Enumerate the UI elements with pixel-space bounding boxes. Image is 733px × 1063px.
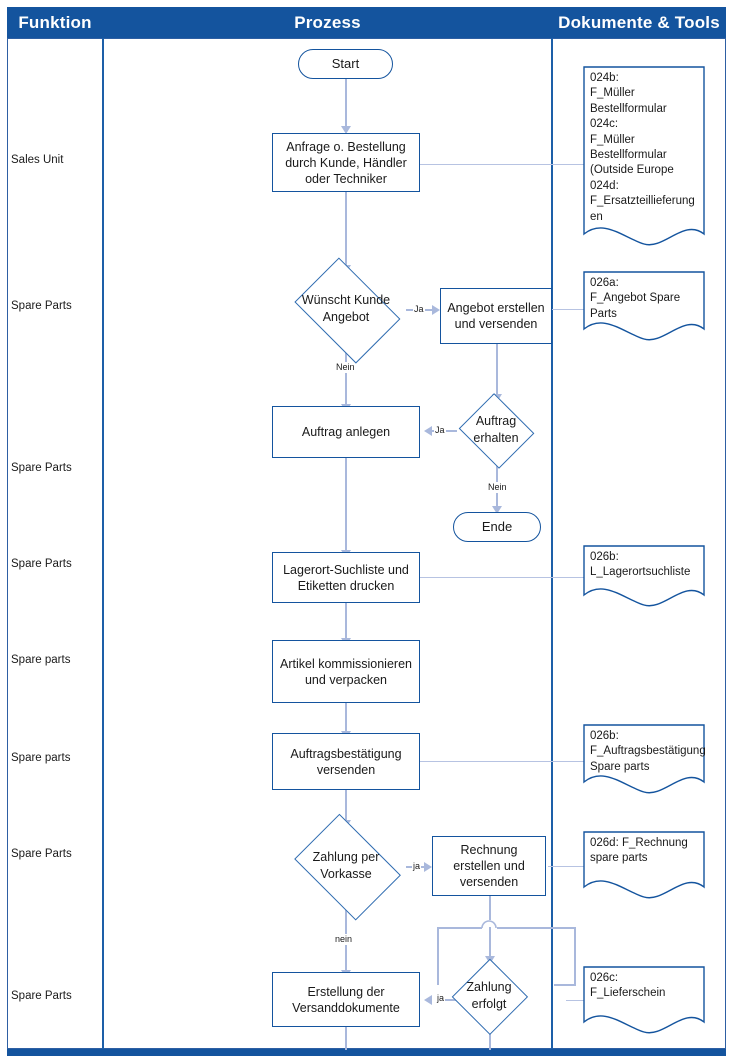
function-label-spare-parts-3: Spare Parts <box>11 558 72 570</box>
arrowhead-zahlungvorkasse-rechnung <box>424 862 432 872</box>
decision-label: Zahlung erfolgt <box>466 979 512 1011</box>
function-label-spare-parts-2: Spare Parts <box>11 462 72 474</box>
connector-feedback-left-down <box>437 927 439 985</box>
document-shape-icon <box>583 724 705 794</box>
function-label-sales-unit: Sales Unit <box>11 154 64 166</box>
node-anfrage-bestellung[interactable]: Anfrage o. Bestellung durch Kunde, Händl… <box>272 133 420 192</box>
connector-rechnung-zahlungerfolgt-top <box>489 896 491 920</box>
edge-label-zahlung-nein: nein <box>334 934 354 945</box>
document-shape-icon <box>583 966 705 1034</box>
connector-lagerort-artikel <box>345 603 347 640</box>
document-026c-lieferschein[interactable]: 026c: F_Lieferschein <box>583 966 705 1038</box>
edge-label-wunsch-ja: Ja <box>413 304 425 315</box>
document-text: 026b: F_Auftragsbestätigung Spare parts <box>590 730 706 773</box>
edge-label-auftrag-ja: Ja <box>434 425 446 436</box>
connector-auftragsbest-zahlungvorkasse <box>345 790 347 822</box>
doclink-rechnung-doc5 <box>548 866 584 868</box>
node-rechnung-erstellen[interactable]: Rechnung erstellen und versenden <box>432 836 546 896</box>
header-funktion: Funktion <box>7 7 103 38</box>
lane-divider-right <box>551 38 553 1049</box>
line-jump-arc <box>481 920 497 929</box>
node-decision-auftrag-erhalten[interactable]: Auftrag erhalten <box>457 396 535 464</box>
decision-label: Wünscht Kunde Angebot <box>301 293 391 324</box>
node-start[interactable]: Start <box>298 49 393 79</box>
function-label-spare-parts-4: Spare parts <box>11 654 71 666</box>
connector-zahlungerfolgt-versand <box>438 999 458 1001</box>
edge-label-auftrag-nein: Nein <box>487 482 508 493</box>
header-dokumente: Dokumente & Tools <box>552 7 726 38</box>
node-artikel-kommissionieren[interactable]: Artikel kommissionieren und verpacken <box>272 640 420 703</box>
document-024b-024c-024d[interactable]: 024b: F_Müller Bestellformular 024c: F_M… <box>583 66 705 251</box>
document-026d-rechnung[interactable]: 026d: F_Rechnung spare parts <box>583 831 705 903</box>
doclink-angebot-doc2 <box>548 309 584 311</box>
document-shape-icon <box>583 66 705 246</box>
connector-feedback-to-doc6 <box>554 984 576 986</box>
arrowhead-start-anfrage <box>341 126 351 134</box>
node-decision-wuenscht-angebot[interactable]: Wünscht Kunde Angebot <box>286 266 406 352</box>
document-shape-icon <box>583 831 705 899</box>
edge-label-zahlungerfolgt-ja: ja <box>436 993 446 1004</box>
connector-feedback-right-down <box>574 927 576 985</box>
document-text: 024b: F_Müller Bestellformular 024c: F_M… <box>590 72 695 223</box>
connector-rechnung-zahlungerfolgt-bot <box>489 927 491 959</box>
node-decision-zahlung-vorkasse[interactable]: Zahlung per Vorkasse <box>286 822 406 910</box>
connector-feedback-top-left <box>438 927 482 929</box>
connector-start-anfrage <box>345 79 347 127</box>
connector-versand-down <box>345 1027 347 1050</box>
arrowhead-auftragerhalten-ende <box>492 506 502 514</box>
document-shape-icon <box>583 545 705 607</box>
node-lagerort-suchliste[interactable]: Lagerort-Suchliste und Etiketten drucken <box>272 552 420 603</box>
doclink-lagerort-doc3 <box>420 577 584 579</box>
node-erstellung-versanddokumente[interactable]: Erstellung der Versanddokumente <box>272 972 420 1027</box>
connector-wunsch-auftrag <box>345 352 347 406</box>
edge-label-zahlung-ja: ja <box>412 861 422 872</box>
document-text: 026c: F_Lieferschein <box>590 972 666 1000</box>
connector-auftrag-lagerort <box>345 458 347 552</box>
arrowhead-zahlungerfolgt-versand <box>424 995 432 1005</box>
diagram-frame <box>7 38 726 1049</box>
arrowhead-auftragerhalten-auftraganlegen <box>424 426 432 436</box>
node-ende[interactable]: Ende <box>453 512 541 542</box>
doclink-versand-doc6 <box>566 1000 586 1002</box>
decision-label: Auftrag erhalten <box>473 414 519 445</box>
document-text: 026b: L_Lagerortsuchliste <box>590 551 691 579</box>
edge-label-wunsch-nein: Nein <box>335 362 356 373</box>
function-label-spare-parts-7: Spare Parts <box>11 990 72 1002</box>
connector-zahlungerfolgt-down <box>489 1032 491 1050</box>
connector-feedback-top-right <box>497 927 575 929</box>
function-label-spare-parts-1: Spare Parts <box>11 300 72 312</box>
bottom-band <box>7 1049 726 1056</box>
node-auftrag-anlegen[interactable]: Auftrag anlegen <box>272 406 420 458</box>
function-label-spare-parts-6: Spare Parts <box>11 848 72 860</box>
node-decision-zahlung-erfolgt[interactable]: Zahlung erfolgt <box>452 959 526 1032</box>
arrowhead-wunsch-angebot <box>432 305 440 315</box>
function-label-spare-parts-5: Spare parts <box>11 752 71 764</box>
document-text: 026d: F_Rechnung spare parts <box>590 837 688 865</box>
document-shape-icon <box>583 271 705 341</box>
decision-label: Zahlung per Vorkasse <box>312 850 380 881</box>
doclink-auftragsbest-doc4 <box>420 761 584 763</box>
header-prozess: Prozess <box>103 7 552 38</box>
document-026a[interactable]: 026a: F_Angebot Spare Parts <box>583 271 705 345</box>
doclink-anfrage-doc1 <box>420 164 584 166</box>
connector-anfrage-wunsch <box>345 192 347 266</box>
node-angebot-erstellen[interactable]: Angebot erstellen und versenden <box>440 288 552 344</box>
node-auftragsbestaetigung[interactable]: Auftragsbestätigung versenden <box>272 733 420 790</box>
connector-angebot-auftragerhalten <box>496 344 498 396</box>
document-026b-lagerortsuchliste[interactable]: 026b: L_Lagerortsuchliste <box>583 545 705 611</box>
lane-divider-left <box>102 38 104 1049</box>
document-text: 026a: F_Angebot Spare Parts <box>590 277 681 320</box>
connector-artikel-auftragsbest <box>345 703 347 733</box>
document-026b-auftragsbestaetigung[interactable]: 026b: F_Auftragsbestätigung Spare parts <box>583 724 706 798</box>
